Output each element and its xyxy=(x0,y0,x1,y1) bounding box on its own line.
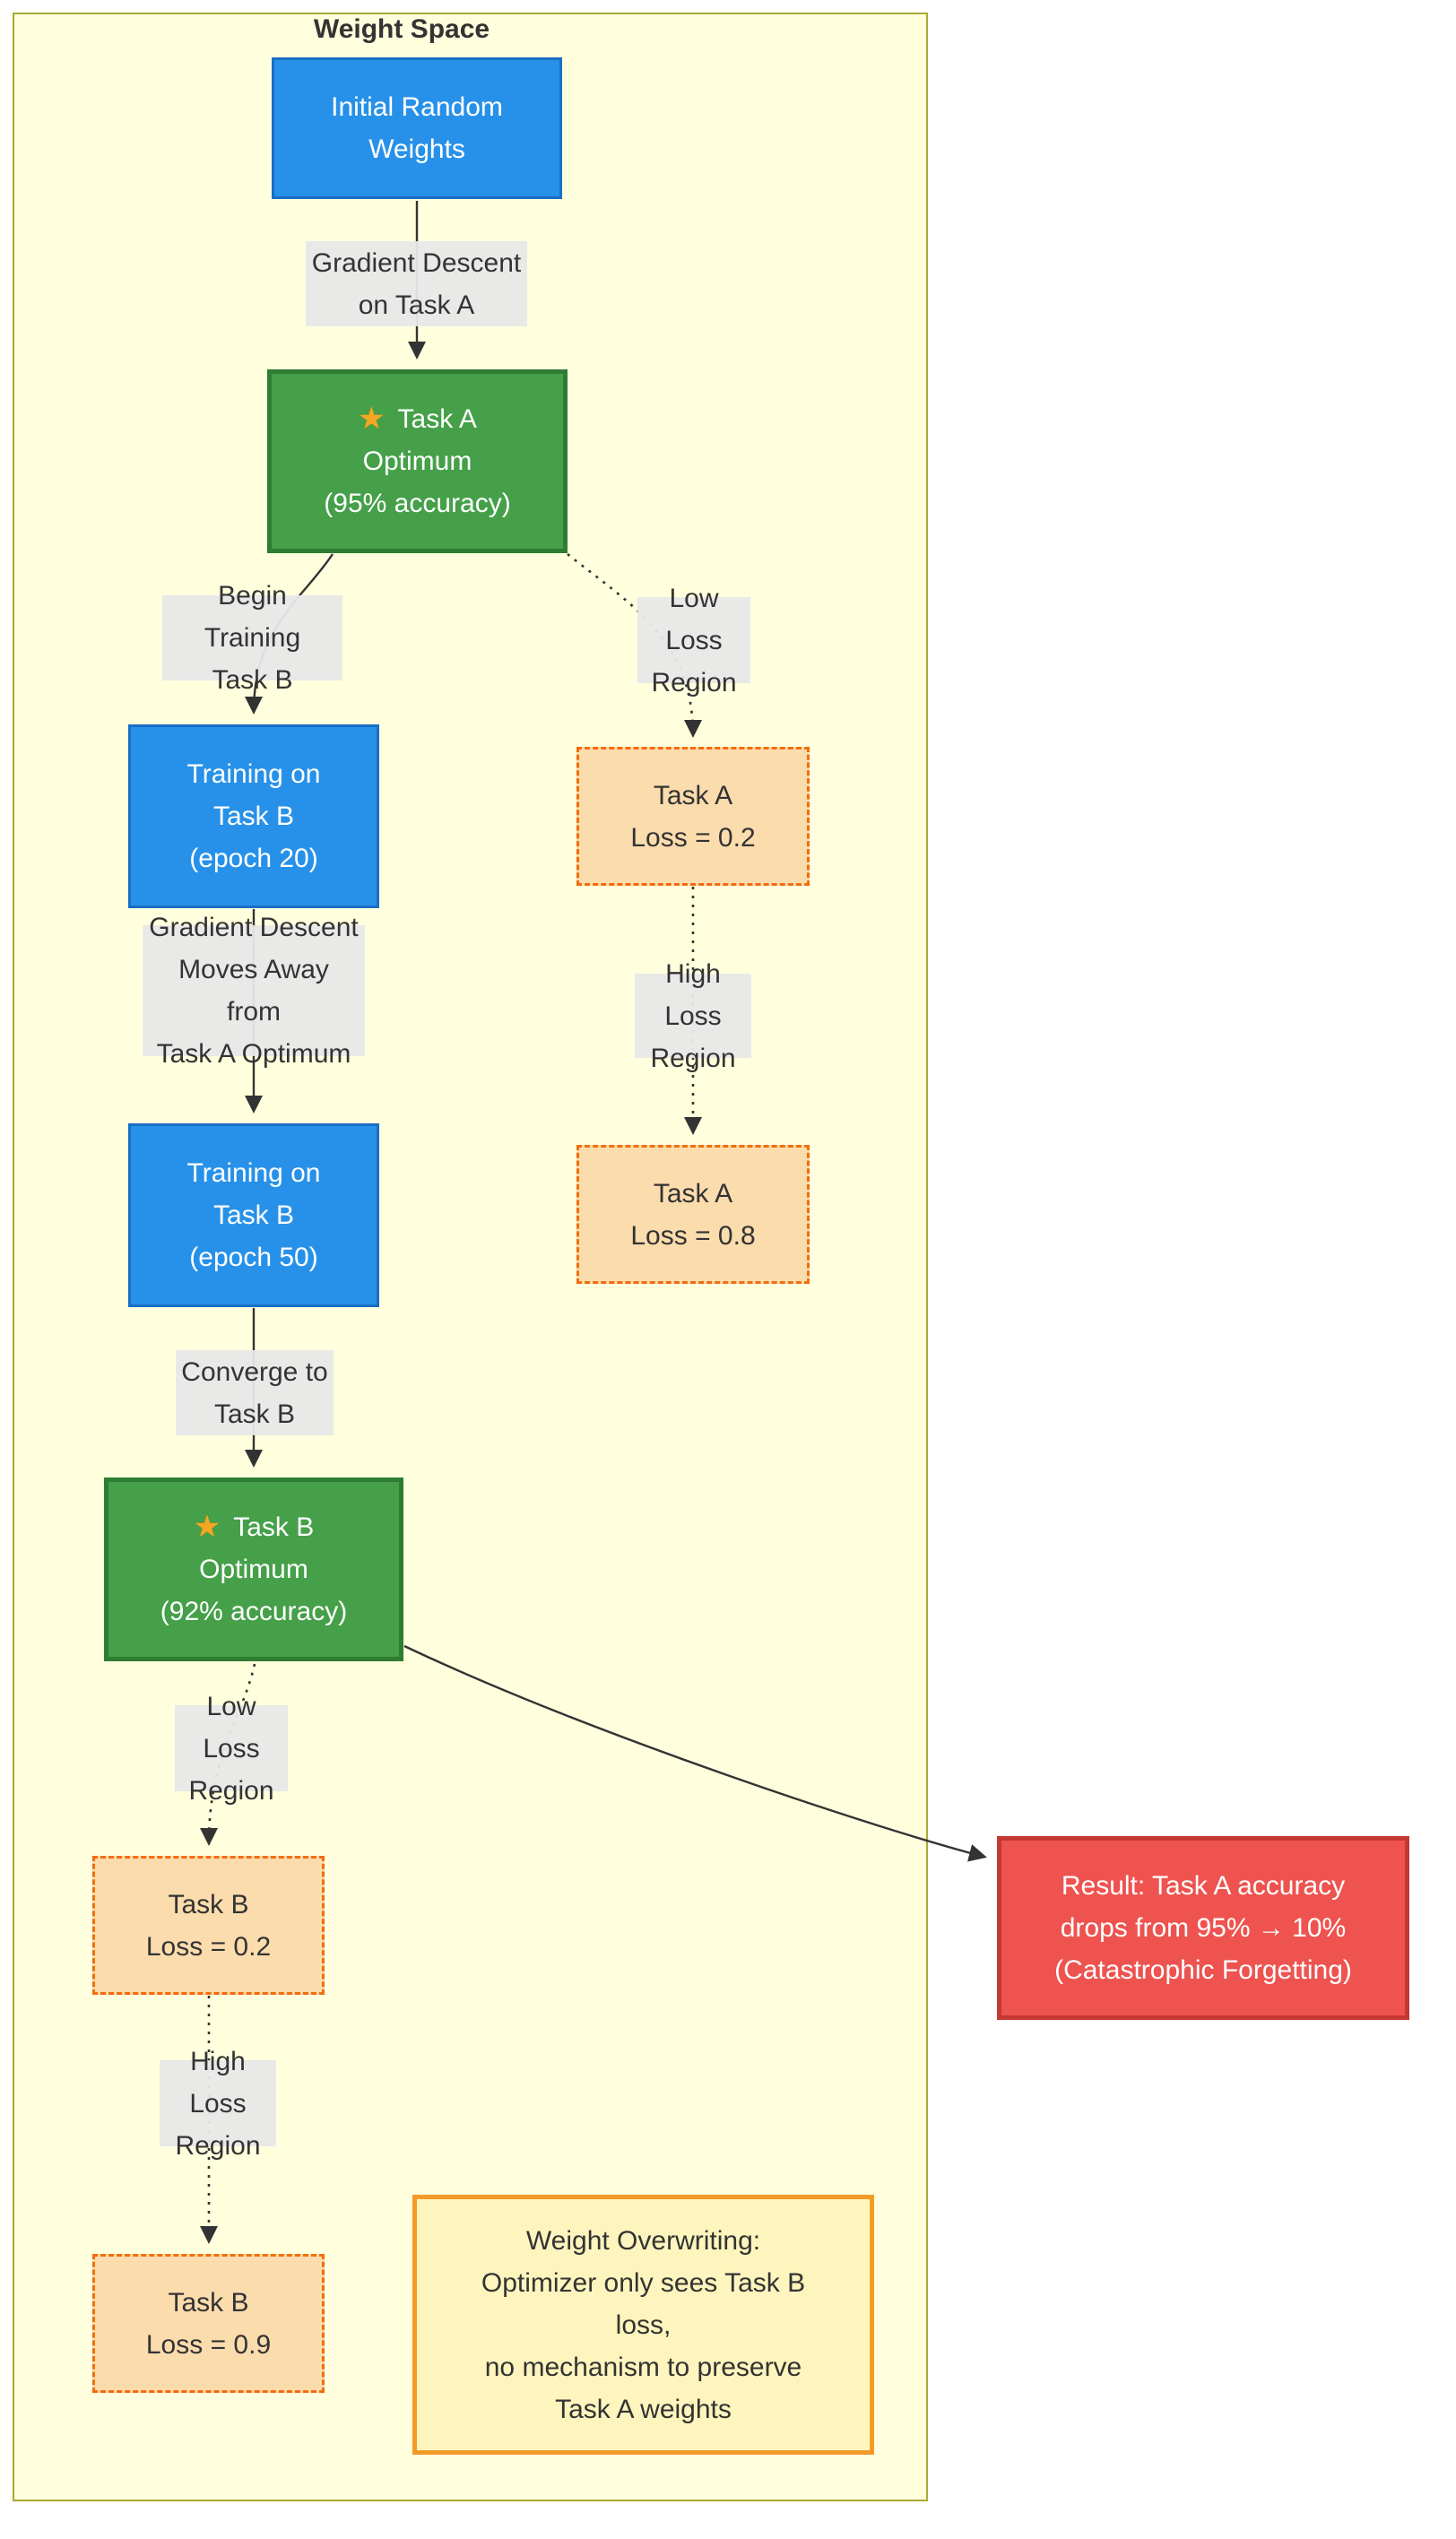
star-icon: ★ xyxy=(358,402,386,436)
node-line: Optimum xyxy=(199,1555,308,1584)
note-weight-overwriting: Weight Overwriting:Optimizer only sees T… xyxy=(412,2195,874,2455)
node-line: Task B xyxy=(233,1512,315,1542)
node-task-b-optimum: ★ Task B Optimum (92% accuracy) xyxy=(104,1477,403,1661)
node-line: Task A xyxy=(397,404,477,434)
star-icon: ★ xyxy=(193,1510,221,1544)
node-line: (92% accuracy) xyxy=(160,1597,348,1626)
node-line: (95% accuracy) xyxy=(324,489,511,518)
node-task-a-optimum: ★ Task A Optimum (95% accuracy) xyxy=(267,369,568,553)
node-line: Optimum xyxy=(362,446,472,476)
weight-space-title: Weight Space xyxy=(313,14,490,44)
